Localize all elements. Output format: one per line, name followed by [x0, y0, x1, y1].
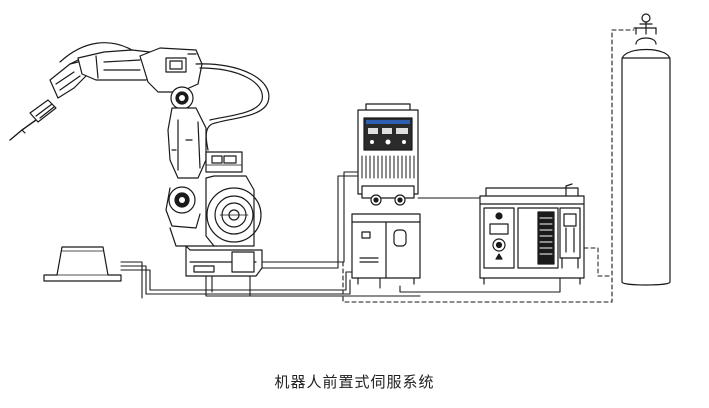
- gas-cylinder: [621, 13, 671, 286]
- robot-welding-system-diagram: [9, 13, 671, 303]
- controller-to-cylinder-line: [583, 247, 611, 277]
- robot-controller: [479, 183, 585, 285]
- connection-cables: [120, 171, 561, 299]
- gas-hose-dashed: [342, 29, 635, 303]
- servo-welding-power-source: [357, 103, 419, 206]
- welding-robot-arm: [9, 42, 270, 277]
- figure-caption: 机器人前置式伺服系统: [274, 373, 435, 391]
- welding-positioner-base: [43, 246, 122, 282]
- wire-feeder-cabinet: [351, 213, 421, 285]
